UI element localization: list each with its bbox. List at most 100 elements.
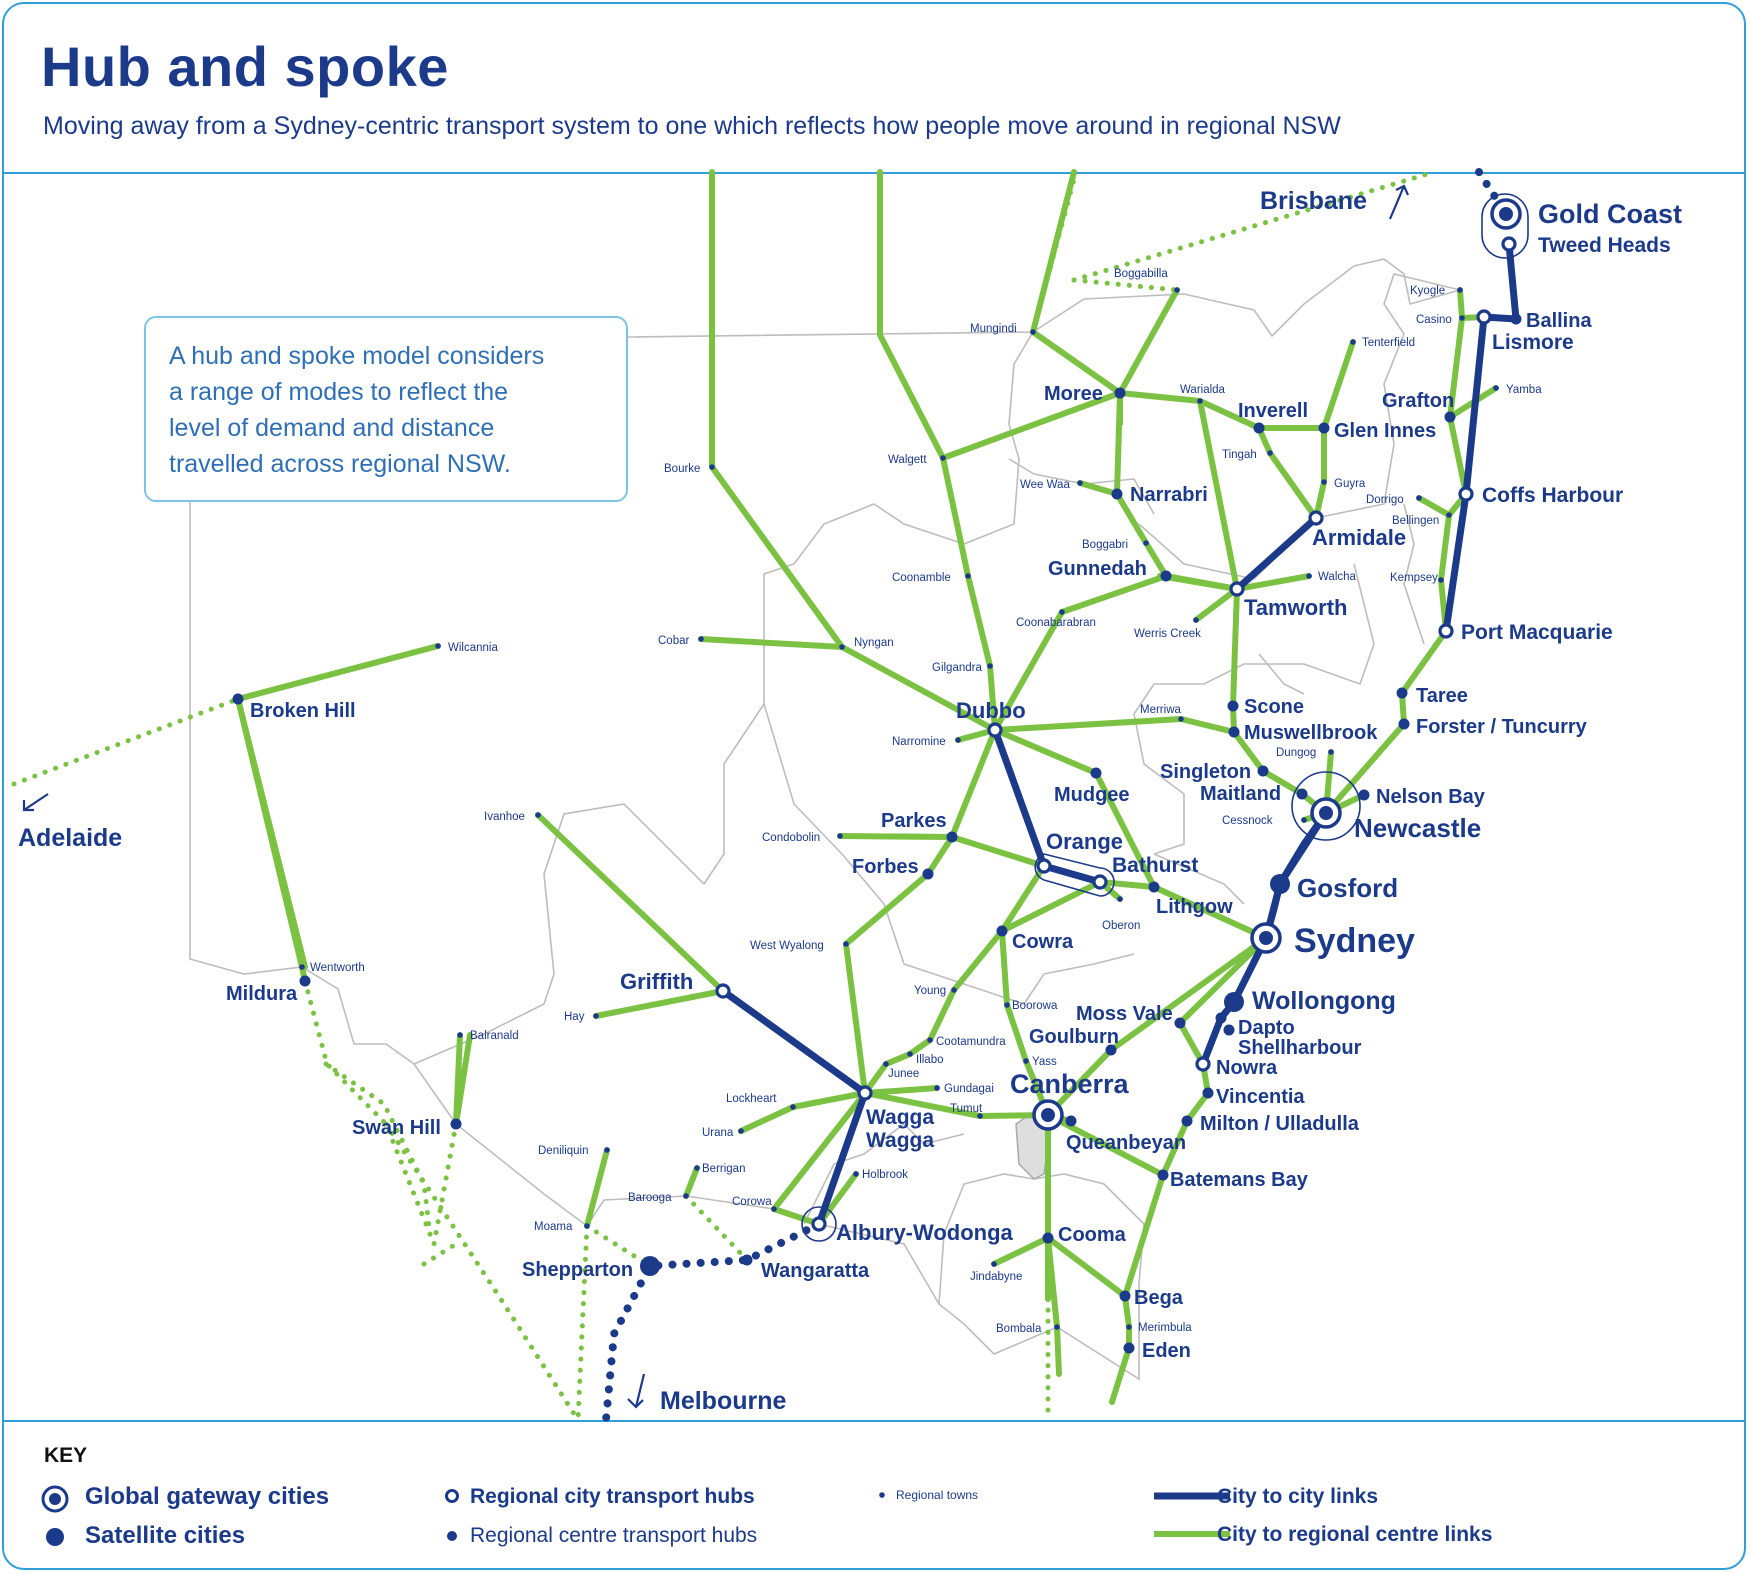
regional-link-barooga-berrigan (683, 1165, 700, 1199)
centre-hub-moss-vale (1174, 1017, 1186, 1029)
label-cootamundra: Cootamundra (936, 1036, 1006, 1048)
page-subtitle: Moving away from a Sydney-centric transp… (43, 112, 1341, 140)
centre-hub-muswellbrook (1228, 726, 1240, 738)
regional-link-mudgee-lithgow (1093, 770, 1157, 890)
town-nyngan (839, 644, 845, 650)
boundary-line (1133, 563, 1375, 715)
regional-link-nyngan-bourke (709, 464, 845, 650)
regional-link (1054, 1324, 1062, 1377)
regional-link-batemans-bay-bega (1122, 1172, 1166, 1299)
centre-hub-milton-ulladulla (1181, 1115, 1193, 1127)
interstate-regional-link (1071, 169, 1437, 283)
regional-link-wagga-wagga-tumut (862, 1090, 983, 1119)
boundary-line (413, 803, 705, 1065)
satellite-gosford (1270, 874, 1290, 894)
label-gundagai: Gundagai (944, 1083, 994, 1095)
label-condobolin: Condobolin (762, 832, 820, 844)
regional-link-boggabri-gunnedah (1143, 540, 1169, 579)
label-dorrigo: Dorrigo (1366, 494, 1404, 506)
city-link-tamworth-armidale (1233, 514, 1320, 593)
town-west-wyalong (843, 941, 849, 947)
boundary-line (803, 1122, 965, 1225)
label-tweed-heads: Tweed Heads (1538, 234, 1671, 257)
brisbane-arrow-icon (1388, 184, 1410, 220)
centre-hub-bega (1119, 1290, 1131, 1302)
label-grafton: Grafton (1382, 390, 1454, 412)
label-mudgee: Mudgee (1054, 784, 1130, 806)
town-bellingen (1446, 512, 1452, 518)
label-griffith: Griffith (620, 969, 693, 994)
regional-link-dubbo-parkes (949, 727, 998, 840)
boundary-line (1133, 713, 1185, 855)
town-narromine (955, 737, 961, 743)
boundary-line (1403, 503, 1425, 645)
label-bega: Bega (1134, 1287, 1184, 1309)
label-inverell: Inverell (1238, 400, 1308, 422)
label-glen-innes: Glen Innes (1334, 420, 1436, 442)
town-cobar (698, 636, 704, 642)
centre-hub-singleton (1257, 765, 1269, 777)
label-milton-ulladulla: Milton / Ulladulla (1200, 1113, 1360, 1135)
regional-link (877, 169, 946, 461)
centre-hub-scone (1227, 700, 1239, 712)
label-tamworth: Tamworth (1244, 595, 1347, 620)
regional-link-dubbo-merriwa (992, 716, 1184, 733)
label-yamba: Yamba (1506, 384, 1542, 396)
label-dungog: Dungog (1276, 747, 1316, 759)
regional-link-lockheart-urana (738, 1104, 796, 1134)
regional-link-warialda-tamworth (1197, 398, 1240, 592)
label-coonabarabran: Coonabarabran (1016, 617, 1096, 629)
label-coonamble: Coonamble (892, 572, 951, 584)
regional-link (1157, 573, 1240, 592)
centre-hub-lithgow (1148, 881, 1160, 893)
town-yamba (1493, 385, 1499, 391)
centre-hub-forbes (922, 868, 934, 880)
label-wagga-line1: Wagga (866, 1106, 934, 1129)
town-hay (593, 1013, 599, 1019)
town-berrigan (694, 1165, 700, 1171)
town-young (951, 987, 957, 993)
regional-city-hub-icon (445, 1489, 459, 1503)
label-kyogle: Kyogle (1410, 285, 1445, 297)
centre-hub-grafton (1444, 411, 1456, 423)
regional-link-muswellbrook-singleton (1231, 729, 1266, 774)
town-cootamundra (927, 1037, 933, 1043)
town-yass (1023, 1058, 1029, 1064)
label-young: Young (914, 985, 946, 997)
town-dorrigo (1416, 495, 1422, 501)
town-boggabilla (1174, 287, 1180, 293)
regional-link-vincentia-milton-ulladulla (1184, 1090, 1211, 1124)
city-link-dapto-nowra (1199, 1014, 1225, 1068)
label-moss-vale: Moss Vale (1076, 1003, 1173, 1025)
town-werris-creek (1193, 617, 1199, 623)
label-goulburn: Goulburn (1029, 1026, 1119, 1048)
centre-hub-eden (1123, 1342, 1135, 1354)
label-broken-hill: Broken Hill (250, 700, 356, 722)
town-merriwa (1178, 716, 1184, 722)
centre-hub-mildura (299, 975, 311, 987)
label-oberon: Oberon (1102, 920, 1140, 932)
regional-link-glen-innes-tenterfield (1321, 339, 1356, 431)
gateway-core-newcastle (1319, 806, 1333, 820)
label-shepparton: Shepparton (522, 1259, 633, 1281)
key-regional-centre-hubs: Regional centre transport hubs (470, 1524, 758, 1547)
interstate-regional-link (323, 1061, 432, 1229)
city-hub-bathurst (1092, 874, 1108, 890)
regional-link-illabo-junee (883, 1051, 913, 1067)
label-cobar: Cobar (658, 635, 689, 647)
label-melbourne: Melbourne (660, 1387, 786, 1415)
regional-link-narrabri-boggabri (1114, 491, 1149, 546)
key-global-gateway: Global gateway cities (85, 1483, 330, 1510)
label-cowra: Cowra (1012, 931, 1074, 953)
newcastle-outline (1291, 771, 1361, 841)
regional-link-gilgandra-coonamble (965, 573, 993, 669)
town-barooga (683, 1193, 689, 1199)
label-werris-creek: Werris Creek (1134, 628, 1201, 640)
label-parkes: Parkes (881, 810, 947, 832)
label-moama: Moama (534, 1221, 573, 1233)
label-muswellbrook: Muswellbrook (1244, 722, 1378, 744)
label-mildura: Mildura (226, 983, 298, 1005)
city-hub-port-macquarie (1438, 623, 1454, 639)
label-boggabilla: Boggabilla (1114, 268, 1168, 280)
key-city-links: City to city links (1217, 1485, 1379, 1508)
